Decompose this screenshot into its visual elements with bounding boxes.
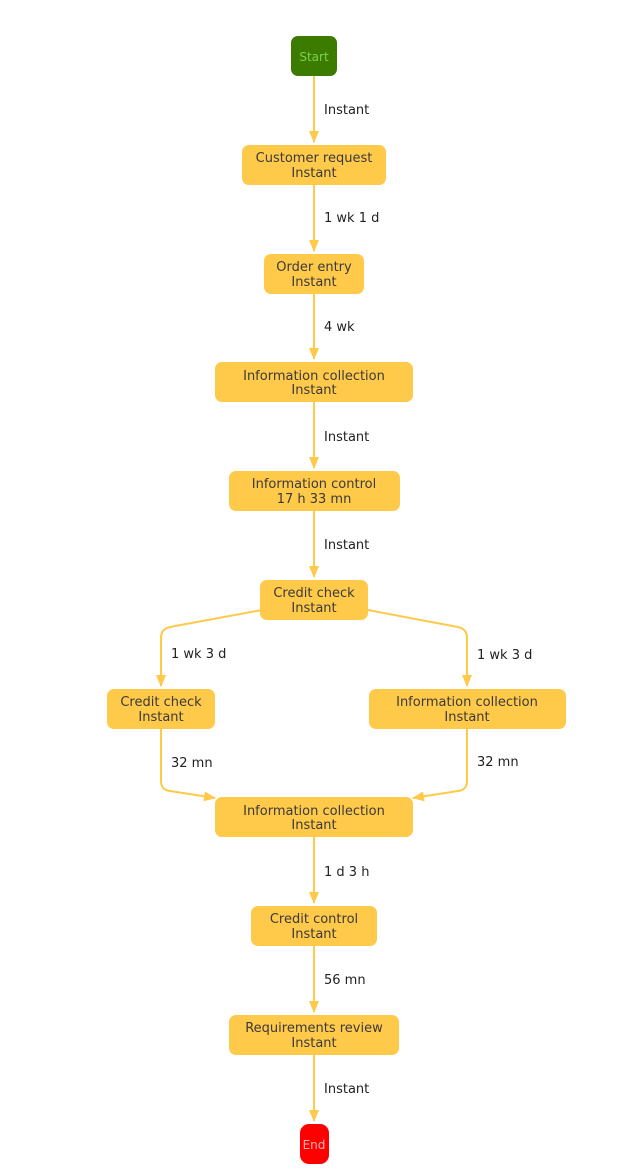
activity-duration: Instant [444,710,489,725]
edge-label-information-collection-to-credit-control: 1 d 3 h [324,865,369,880]
activity-duration: 17 h 33 mn [277,492,352,507]
activity-duration: Instant [291,601,336,616]
activity-credit-check[interactable]: Credit check Instant [260,580,368,620]
edge-labels: Instant 1 wk 1 d 4 wk Instant Instant 1 … [171,103,532,1097]
edge-label-credit-check-to-credit-check: 1 wk 3 d [171,647,226,662]
start-label: Start [299,50,329,64]
activity-name: Credit control [270,912,358,927]
activity-duration: Instant [291,927,336,942]
edge-credit-check-to-credit-check-branch [156,609,263,687]
activity-credit-check-branch[interactable]: Credit check Instant [107,689,215,729]
edge-label-order-entry-to-information-collection: 4 wk [324,320,355,335]
edge-label-customer-request-to-order-entry: 1 wk 1 d [324,211,379,226]
edge-label-requirements-review-to-end: Instant [324,1082,369,1097]
activity-information-collection-branch[interactable]: Information collection Instant [369,689,566,729]
edges [156,76,472,1122]
activity-name: Information collection [396,695,538,710]
activity-duration: Instant [291,166,336,181]
activity-credit-control[interactable]: Credit control Instant [251,906,377,946]
activity-name: Information control [252,477,376,492]
activity-name: Information collection [243,369,385,384]
end-label: End [303,1138,326,1152]
activity-duration: Instant [291,383,336,398]
start-node[interactable]: Start [291,36,337,76]
activity-name: Requirements review [245,1021,383,1036]
activity-name: Customer request [256,151,373,166]
activity-name: Information collection [243,804,385,819]
activity-information-collection[interactable]: Information collection Instant [215,362,413,402]
activity-name: Credit check [273,586,355,601]
edge-credit-check-to-information-collection-merge [160,729,216,802]
edge-label-credit-check-to-information-collection: 1 wk 3 d [477,648,532,663]
edge-label-credit-control-to-requirements-review: 56 mn [324,973,366,988]
activity-duration: Instant [291,1036,336,1051]
activity-information-control[interactable]: Information control 17 h 33 mn [229,471,400,511]
edge-label-information-collection-to-information-control: Instant [324,430,369,445]
edge-credit-check-to-information-collection-branch [367,609,472,687]
edge-information-collection-to-information-collection-merge [412,729,468,802]
activity-name: Credit check [120,695,202,710]
activity-information-collection-merge[interactable]: Information collection Instant [215,797,413,837]
nodes: Start Customer request Instant Order ent… [107,36,566,1164]
edge-label-information-collection-to-information-collection-merge: 32 mn [477,755,519,770]
edge-label-start-to-customer-request: Instant [324,103,369,118]
activity-duration: Instant [138,710,183,725]
edge-label-information-control-to-credit-check: Instant [324,538,369,553]
edge-label-credit-check-to-information-collection-merge: 32 mn [171,756,213,771]
activity-name: Order entry [276,260,352,275]
activity-duration: Instant [291,275,336,290]
activity-duration: Instant [291,818,336,833]
activity-requirements-review[interactable]: Requirements review Instant [229,1015,399,1055]
activity-customer-request[interactable]: Customer request Instant [242,145,386,185]
end-node[interactable]: End [300,1124,329,1164]
activity-order-entry[interactable]: Order entry Instant [264,254,364,294]
